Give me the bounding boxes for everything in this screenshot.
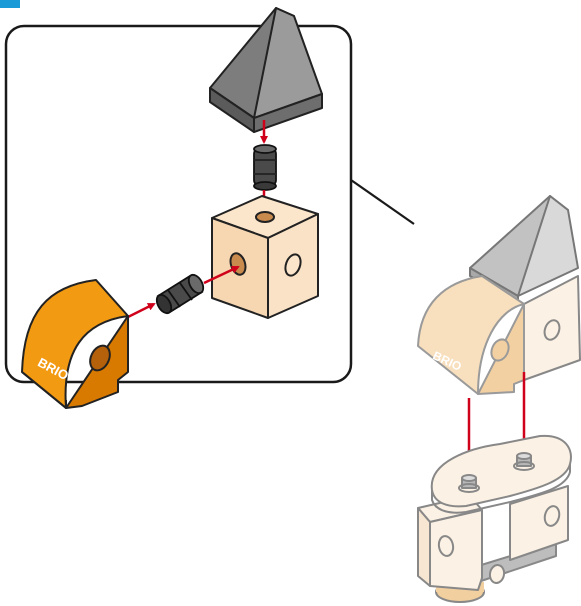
connector-peg-horizontal — [155, 273, 205, 315]
orange-curved-block — [21, 279, 129, 409]
base-assembly — [417, 434, 572, 603]
faded-wood-cube — [523, 275, 581, 381]
connector-peg-vertical — [253, 144, 277, 191]
arrow-icon — [203, 265, 240, 285]
arrow-icon — [125, 302, 156, 320]
grey-roof-block — [209, 7, 323, 133]
faded-curved-block — [417, 275, 525, 395]
step-marker-icon — [0, 0, 20, 8]
callout-leader-line — [350, 179, 415, 225]
wood-cube-block — [211, 195, 319, 319]
